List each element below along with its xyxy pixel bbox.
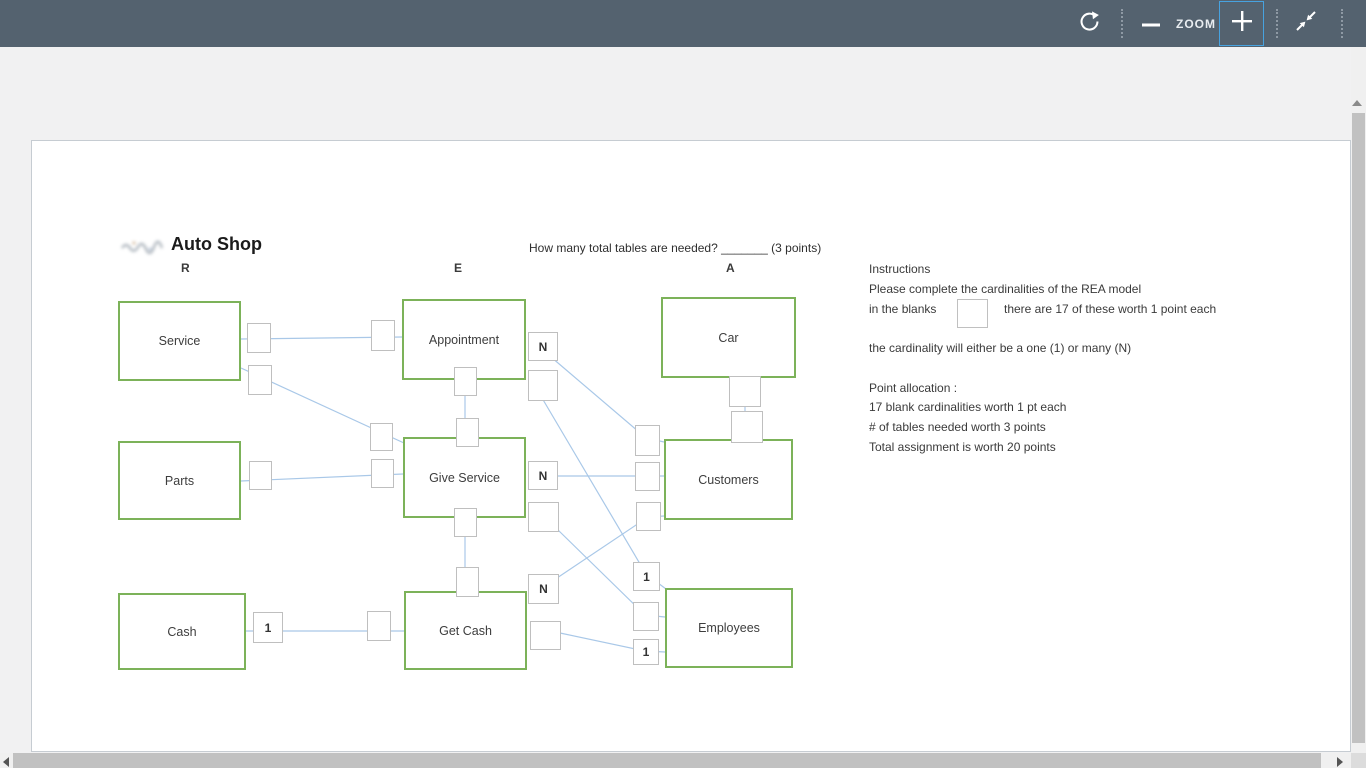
cardinality-box-blank — [528, 502, 559, 532]
entity-label: Give Service — [429, 470, 500, 485]
point-allocation-line: # of tables needed worth 3 points — [869, 420, 1046, 434]
entity-give-service: Give Service — [403, 437, 526, 518]
point-allocation-heading: Point allocation : — [869, 381, 958, 395]
collapse-icon — [1294, 9, 1318, 38]
vertical-scrollbar[interactable] — [1351, 47, 1366, 753]
instructions-heading: Instructions — [869, 262, 931, 276]
zoom-out-button[interactable] — [1134, 0, 1168, 47]
cardinality-box-filled: 1 — [253, 612, 283, 643]
tables-question: How many total tables are needed? ______… — [529, 241, 822, 255]
scrollbar-corner — [1351, 753, 1366, 768]
cardinality-box-blank — [636, 502, 661, 531]
cardinality-box-blank — [370, 423, 393, 451]
entity-label: Car — [718, 330, 739, 345]
viewer-toolbar: ZOOM — [0, 0, 1366, 47]
toolbar-divider — [1341, 9, 1343, 38]
cardinality-box-filled: N — [528, 574, 559, 604]
cardinality-box-blank — [454, 367, 477, 396]
horizontal-scrollbar-thumb[interactable] — [13, 753, 1321, 768]
entity-label: Employees — [698, 621, 760, 635]
plus-icon — [1231, 10, 1253, 37]
example-blank-box — [957, 299, 988, 328]
collapse-button[interactable] — [1288, 0, 1324, 47]
cardinality-box-filled: N — [528, 332, 558, 361]
cardinality-box-filled: N — [528, 461, 558, 490]
cardinality-box-blank — [729, 376, 761, 407]
cardinality-box-blank — [635, 425, 660, 456]
instructions-line: Please complete the cardinalities of the… — [869, 282, 1142, 296]
cardinality-box-blank — [249, 461, 272, 490]
entity-employees: Employees — [665, 588, 793, 668]
vertical-scrollbar-thumb[interactable] — [1352, 113, 1365, 743]
entity-get-cash: Get Cash — [404, 591, 527, 670]
column-header-e: E — [454, 261, 463, 275]
entity-label: Get Cash — [439, 623, 492, 638]
entity-label: Parts — [164, 473, 195, 488]
cardinality-box-blank — [371, 320, 395, 351]
entity-appointment: Appointment — [402, 299, 526, 380]
column-header-a: A — [726, 261, 735, 275]
entity-label: Appointment — [428, 332, 500, 347]
entity-car: Car — [661, 297, 796, 378]
blurred-text — [121, 240, 164, 254]
scroll-left-arrow[interactable] — [3, 757, 9, 767]
cardinality-box-blank — [731, 411, 763, 443]
zoom-label: ZOOM — [1176, 16, 1216, 31]
cardinality-box-blank — [635, 462, 660, 491]
entity-label: Cash — [167, 624, 197, 639]
entity-customers: Customers — [664, 439, 793, 520]
cardinality-box-blank — [530, 621, 561, 650]
entity-parts: Parts — [118, 441, 241, 520]
point-allocation-line: 17 blank cardinalities worth 1 pt each — [869, 400, 1067, 414]
cardinality-box-blank — [633, 602, 659, 631]
scroll-right-arrow[interactable] — [1337, 757, 1343, 767]
entity-label: Service — [158, 334, 201, 348]
point-allocation-line: Total assignment is worth 20 points — [869, 440, 1056, 454]
cardinality-box-blank — [367, 611, 391, 641]
instructions-line: there are 17 of these worth 1 point each — [1004, 302, 1217, 316]
scroll-up-arrow[interactable] — [1352, 100, 1362, 106]
cardinality-box-blank — [528, 370, 558, 401]
entity-service: Service — [118, 301, 241, 381]
cardinality-box-filled: 1 — [633, 639, 659, 665]
cardinality-box-blank — [248, 365, 272, 395]
toolbar-divider — [1121, 9, 1123, 38]
cardinality-box-blank — [247, 323, 271, 353]
refresh-button[interactable] — [1070, 0, 1108, 47]
page-title: Auto Shop — [171, 234, 262, 254]
entity-label: Customers — [698, 472, 759, 487]
column-header-r: R — [181, 261, 190, 275]
toolbar-divider — [1276, 9, 1278, 38]
cardinality-box-blank — [454, 508, 477, 537]
cardinality-box-blank — [456, 567, 479, 597]
zoom-in-button[interactable] — [1219, 1, 1264, 46]
minus-icon — [1141, 15, 1161, 33]
instructions-line: in the blanks — [869, 302, 937, 316]
horizontal-scrollbar[interactable] — [0, 753, 1351, 768]
cardinality-box-filled: 1 — [633, 562, 660, 591]
cardinality-box-blank — [371, 459, 394, 488]
entity-cash: Cash — [118, 593, 246, 670]
instructions-line: the cardinality will either be a one (1)… — [869, 341, 1132, 355]
cardinality-box-blank — [456, 418, 479, 447]
refresh-icon — [1078, 10, 1101, 38]
